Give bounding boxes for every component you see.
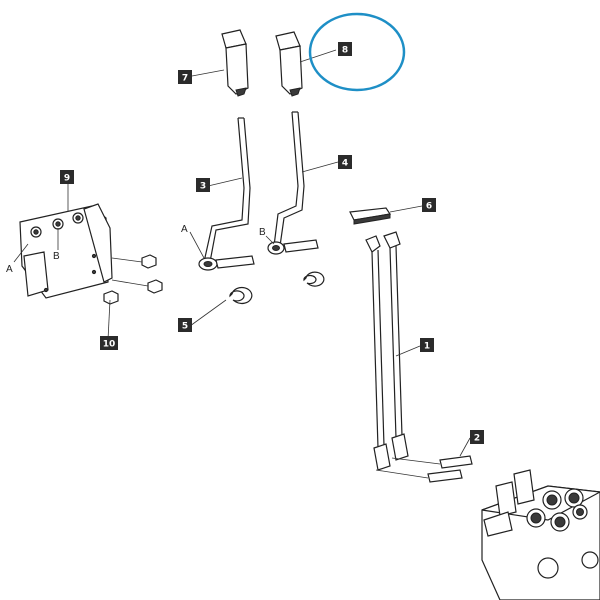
callout-4: 4 [338,155,352,169]
callout-2-label: 2 [474,434,480,444]
callout-10-label: 10 [103,340,116,350]
callout-1-label: 1 [424,342,430,352]
callout-10: 10 [100,336,118,350]
control-rods [365,231,409,471]
circlip-set [229,271,325,305]
letter-a-plate: A [6,264,13,275]
callout-8-label: 8 [342,46,348,56]
plug-6 [349,207,392,225]
callout-9-label: 9 [64,174,70,184]
knob-7 [221,29,249,97]
mounting-plate [19,203,113,299]
lever-3 [198,117,255,271]
callout-5-label: 5 [182,322,188,332]
letter-b-plate: B [53,251,60,262]
knob-8 [275,31,303,97]
callout-8: 8 [338,42,352,56]
letter-a-lever: A [181,224,188,235]
valve-block [481,469,600,600]
callout-6: 6 [422,198,436,212]
callout-3-label: 3 [200,182,206,192]
lever-4 [267,111,319,255]
pin-set [375,455,473,483]
callout-1: 1 [420,338,434,352]
callout-5: 5 [178,318,192,332]
callout-6-label: 6 [426,202,432,212]
bolt-set [103,254,163,305]
callout-4-label: 4 [342,159,348,169]
callout-7: 7 [178,70,192,84]
callout-9: 9 [60,170,74,184]
highlight-circle [308,12,406,92]
letter-b-lever: B [259,227,266,238]
callout-3: 3 [196,178,210,192]
callout-2: 2 [470,430,484,444]
callout-7-label: 7 [182,74,188,84]
leader-lines [13,49,471,457]
